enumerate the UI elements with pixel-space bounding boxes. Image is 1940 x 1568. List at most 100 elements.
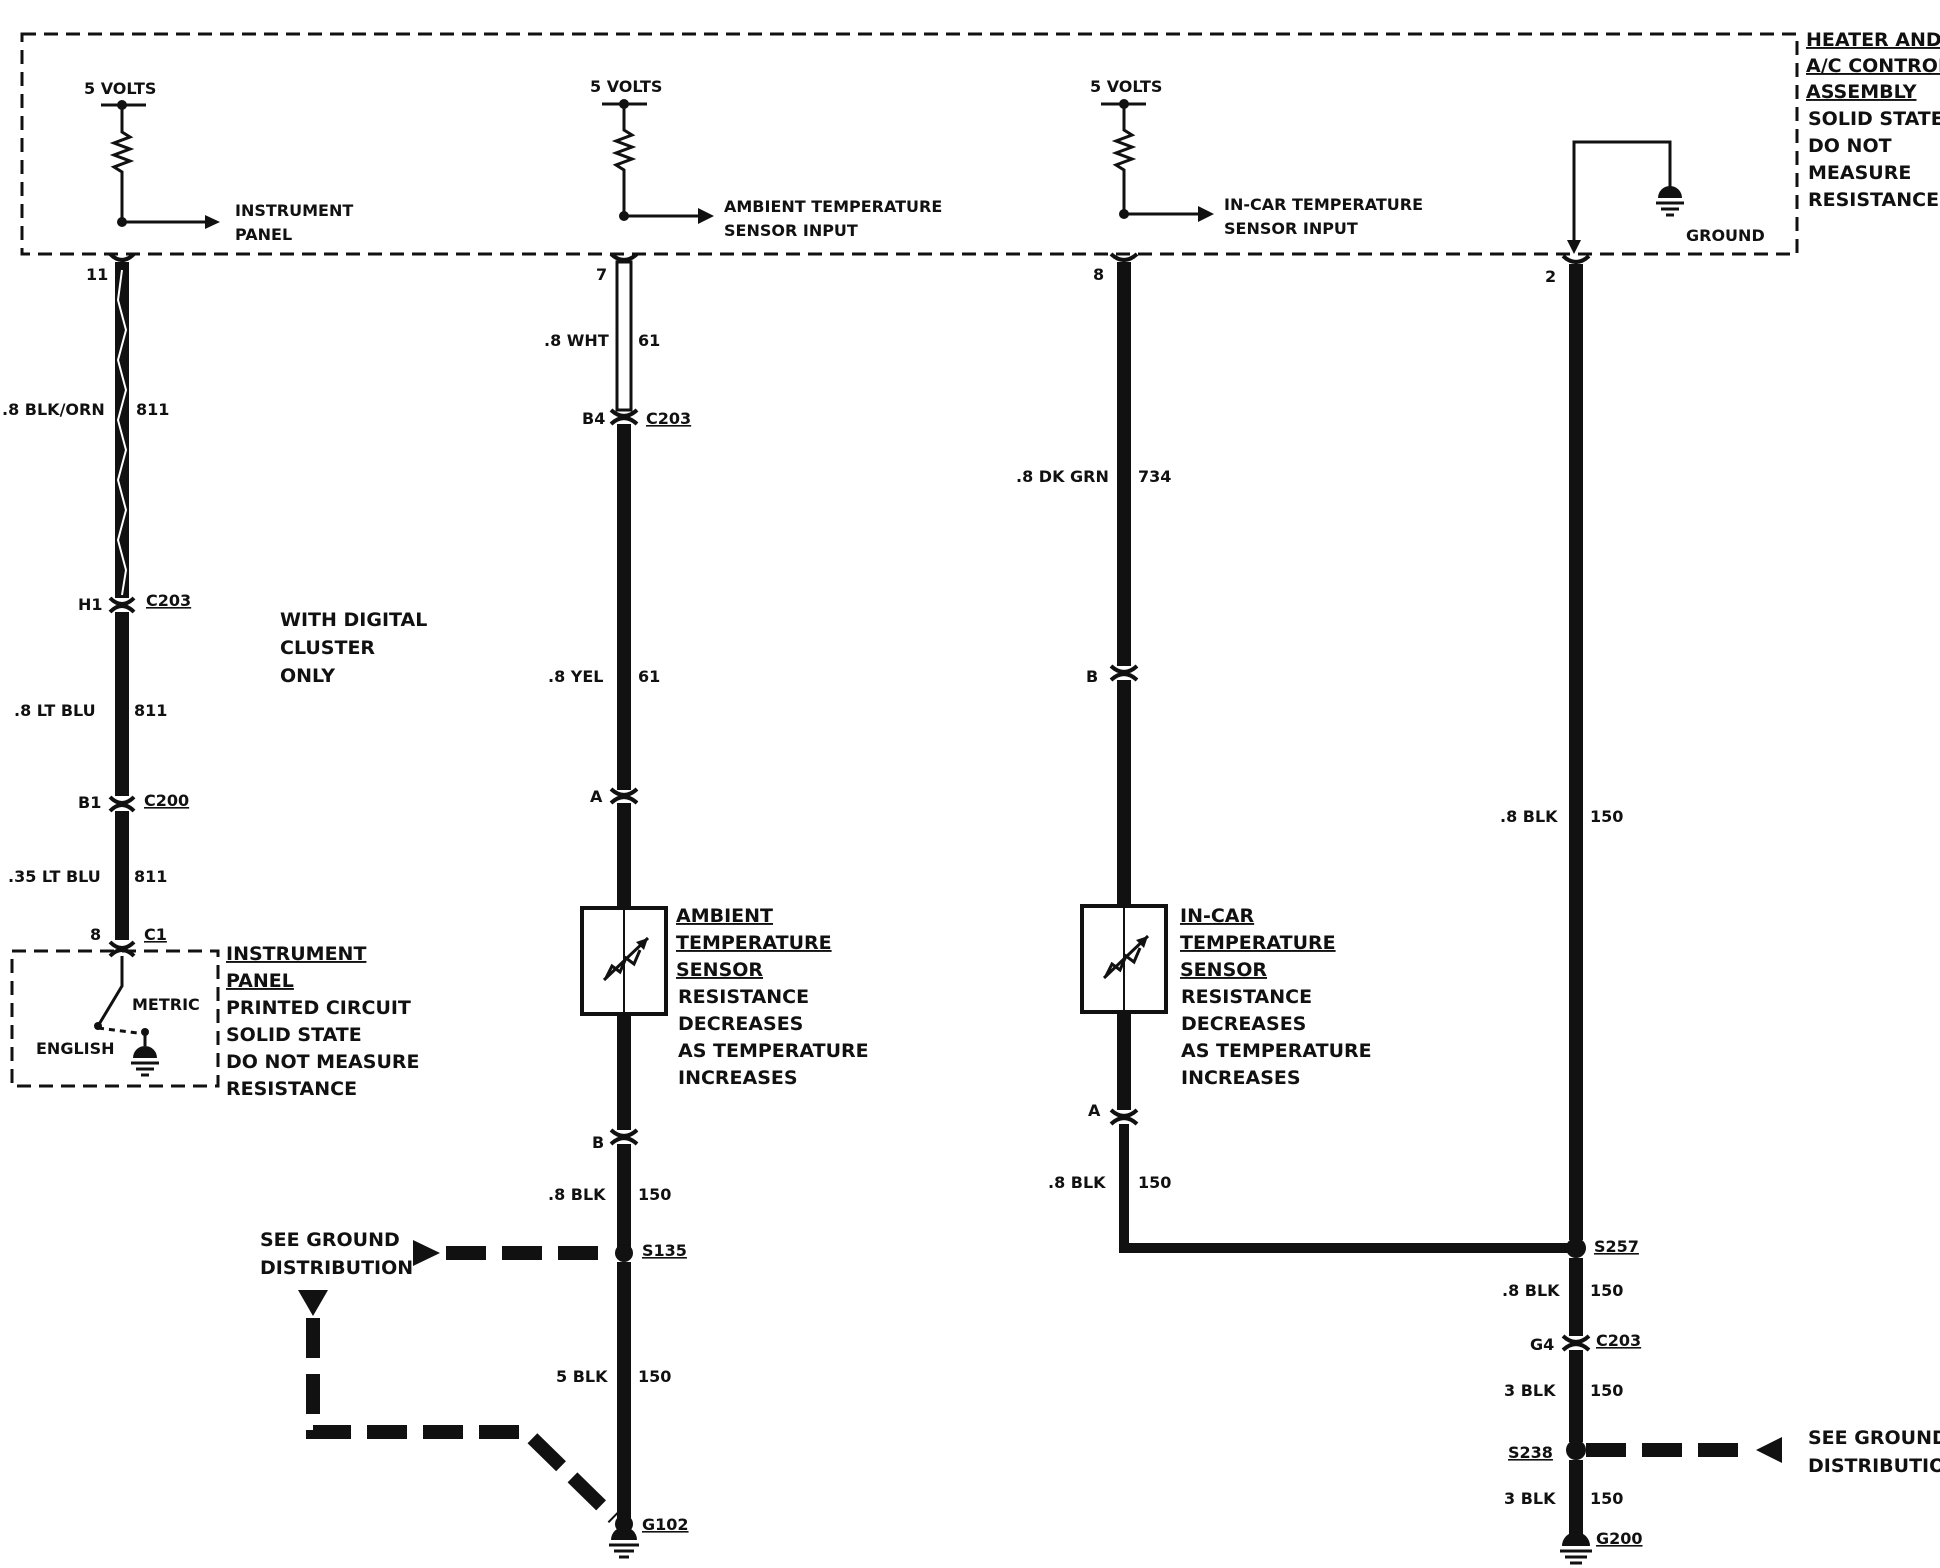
sensor-note-line-4: INCREASES [678,1067,798,1089]
connector-icon [1109,672,1139,682]
sensor-title-line-3: SENSOR [1180,959,1267,981]
splice-s257-dot [1566,1238,1586,1258]
connector-pin: B [592,1133,604,1152]
sensor-note-line-1: RESISTANCE [678,986,809,1008]
volts-label-3: 5 VOLTS [1090,77,1162,96]
note-line-2: CLUSTER [280,637,375,659]
connector-icon [1561,1334,1591,1344]
pin-8: 8 [1093,265,1104,284]
wire-label: .8 DK GRN [1016,467,1109,486]
sensor-note-line-3: AS TEMPERATURE [1181,1040,1372,1062]
output-incar-line-2: SENSOR INPUT [1224,219,1358,238]
pullup-resistor-icon [109,105,135,222]
connector-icon [108,940,136,950]
wire-label: 3 BLK [1504,1381,1556,1400]
heater-ac-control-module: HEATER AND A/C CONTROL ASSEMBLY SOLID ST… [20,29,1940,256]
pin-11: 11 [86,265,108,284]
panel-note-line-3: DO NOT MEASURE [226,1051,419,1073]
connector-icon [609,1128,639,1138]
connector-icon [609,795,639,805]
module-title-line-2: A/C CONTROL [1806,55,1940,77]
module-note-line-4: RESISTANCE [1808,189,1939,211]
pullup-resistor-icon [611,104,637,216]
connector-icon [1561,254,1591,264]
circuit-instrument-panel: .8 BLK/ORN 811 H1 C203 WITH DIGITAL CLUS… [2,252,427,1100]
output-ambient-line-2: SENSOR INPUT [724,221,858,240]
connector-icon [1561,1342,1591,1352]
module-note-line-2: DO NOT [1808,135,1892,157]
volts-label-1: 5 VOLTS [84,79,156,98]
connector-id: C203 [1596,1331,1641,1350]
connector-icon [1109,1108,1139,1118]
sensor-title-line-1: AMBIENT [676,905,773,927]
output-incar-line-1: IN-CAR TEMPERATURE [1224,195,1423,214]
see-ground-line-2: DISTRIBUTION [260,1257,413,1279]
connector-id: C203 [146,591,191,610]
sensor-note-line-4: INCREASES [1181,1067,1301,1089]
connector-pin: B4 [582,409,605,428]
ground-label: GROUND [1686,226,1765,245]
module-ground: GROUND [1567,140,1765,254]
sensor-note-line-1: RESISTANCE [1181,986,1312,1008]
connector-icon [108,948,136,958]
circuit-number: 811 [134,867,167,886]
circuit-number: 61 [638,331,660,350]
connector-icon [108,596,136,606]
connector-pin: A [590,787,603,806]
voltage-source-2: 5 VOLTS AMBIENT TEMPERATURE SENSOR INPUT [590,77,942,240]
pullup-resistor-icon [1111,104,1137,214]
output-instrument-panel-line-2: PANEL [235,225,292,244]
ground-id: G102 [642,1515,689,1534]
sensor-note-line-3: AS TEMPERATURE [678,1040,869,1062]
wire-label: .8 YEL [548,667,604,686]
switch-metric-label: METRIC [132,995,200,1014]
ground-symbol-icon [1658,186,1682,198]
connector-icon [609,252,639,262]
sensor-title-line-3: SENSOR [676,959,763,981]
volts-label-2: 5 VOLTS [590,77,662,96]
splice-id: S238 [1508,1443,1553,1462]
panel-note-line-2: SOLID STATE [226,1024,362,1046]
connector-icon [1109,664,1139,674]
circuit-number: 150 [1590,1381,1623,1400]
wire-label: 5 BLK [556,1367,608,1386]
sensor-title-line-2: TEMPERATURE [1180,932,1336,954]
connector-icon [609,1136,639,1146]
pin-7: 7 [596,265,607,284]
splice-s135-dot [615,1244,633,1262]
arrow-left-icon [1756,1437,1782,1463]
panel-note-line-4: RESISTANCE [226,1078,357,1100]
circuit-number: 150 [1590,1489,1623,1508]
circuit-number: 811 [134,701,167,720]
wire-label: .8 WHT [544,331,609,350]
circuit-number: 150 [1590,1281,1623,1300]
splice-id: S257 [1594,1237,1639,1256]
sensor-note-line-2: DECREASES [1181,1013,1306,1035]
note-line-3: ONLY [280,665,335,687]
module-note-line-1: SOLID STATE [1808,108,1940,130]
ground-symbol-icon [611,1527,637,1540]
ground-distribution-link [306,1318,619,1524]
arrow-right-icon [205,215,220,229]
pin-2: 2 [1545,267,1556,286]
connector-icon [108,803,136,813]
arrow-right-icon [1198,206,1214,222]
arrow-right-icon [413,1240,440,1266]
sensor-title-line-1: IN-CAR [1180,905,1255,927]
switch-english-label: ENGLISH [36,1039,115,1058]
module-title-line-1: HEATER AND [1806,29,1940,51]
voltage-source-3: 5 VOLTS IN-CAR TEMPERATURE SENSOR INPUT [1090,77,1423,238]
see-ground-line-1: SEE GROUND [1808,1427,1940,1449]
wire-label: .35 LT BLU [8,867,101,886]
wire-blk-150 [1119,1124,1572,1253]
output-ambient-line-1: AMBIENT TEMPERATURE [724,197,942,216]
circuit-number: 811 [136,400,169,419]
arrow-down-icon [1567,240,1581,254]
panel-title-line-1: INSTRUMENT [226,943,366,965]
wire-label: .8 BLK [548,1185,606,1204]
circuit-number: 734 [1138,467,1171,486]
wire-wht [615,260,633,412]
connector-pin: G4 [1530,1335,1554,1354]
connector-pin: H1 [78,595,103,614]
output-instrument-panel-line-1: INSTRUMENT [235,201,353,220]
